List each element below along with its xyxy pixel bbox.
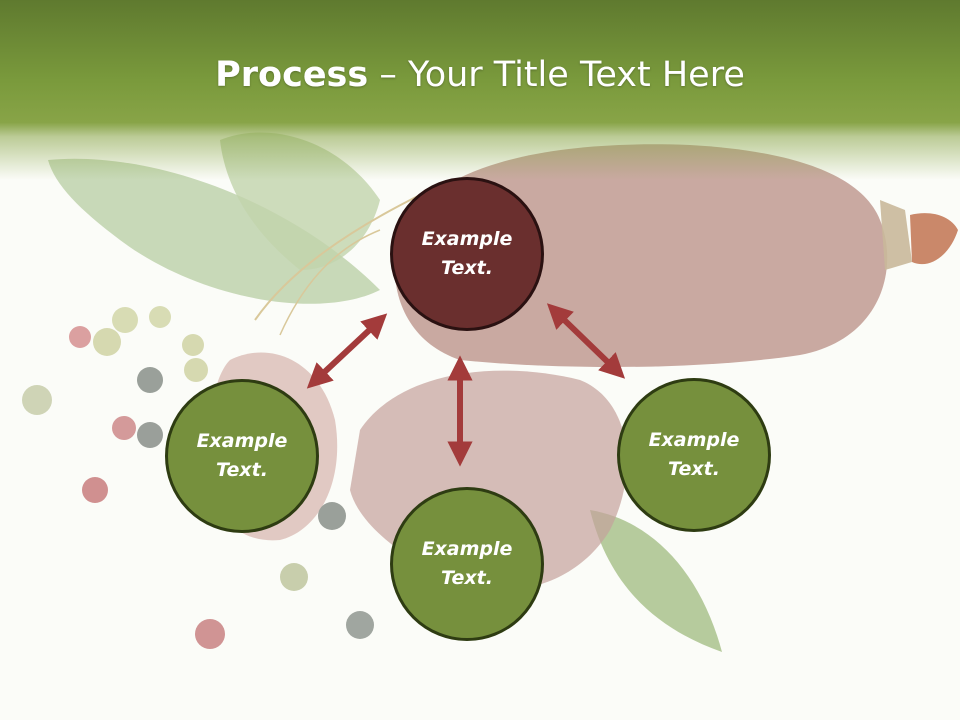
twine xyxy=(254,194,421,321)
peppercorn xyxy=(112,416,136,440)
node-right-line2: Text. xyxy=(668,458,720,480)
peppercorn xyxy=(82,477,108,503)
peppercorn xyxy=(280,563,308,591)
peppercorn xyxy=(22,385,52,415)
peppercorn xyxy=(137,367,163,393)
sausage-string-end xyxy=(910,213,958,265)
peppercorn xyxy=(346,611,374,639)
node-left[interactable]: Example Text. xyxy=(165,379,319,533)
node-left-line1: Example xyxy=(196,430,288,452)
peppercorn xyxy=(318,502,346,530)
sausage-end xyxy=(880,200,912,270)
node-top-line2: Text. xyxy=(441,257,493,279)
slide-title[interactable]: Process – Your Title Text Here xyxy=(0,48,960,102)
peppercorn xyxy=(137,422,163,448)
arrow-top-right[interactable] xyxy=(546,303,626,379)
node-left-line2: Text. xyxy=(216,459,268,481)
node-top[interactable]: Example Text. xyxy=(390,177,544,331)
peppercorn xyxy=(184,358,208,382)
title-rest: – Your Title Text Here xyxy=(368,55,745,95)
peppercorn xyxy=(69,326,91,348)
peppercorn xyxy=(195,619,225,649)
title-bar xyxy=(0,0,960,180)
peppercorn xyxy=(112,307,138,333)
node-bottom-line1: Example xyxy=(421,538,513,560)
title-strong: Process xyxy=(215,55,369,95)
bay-leaf-bottom-right xyxy=(590,510,722,652)
peppercorn xyxy=(149,306,171,328)
peppercorn xyxy=(93,328,121,356)
peppercorn xyxy=(182,334,204,356)
node-bottom[interactable]: Example Text. xyxy=(390,487,544,641)
twine-2 xyxy=(279,229,381,336)
node-right[interactable]: Example Text. xyxy=(617,378,771,532)
node-top-line1: Example xyxy=(421,228,513,250)
arrow-top-left[interactable] xyxy=(306,313,388,389)
node-bottom-line2: Text. xyxy=(441,567,493,589)
node-right-line1: Example xyxy=(648,429,740,451)
